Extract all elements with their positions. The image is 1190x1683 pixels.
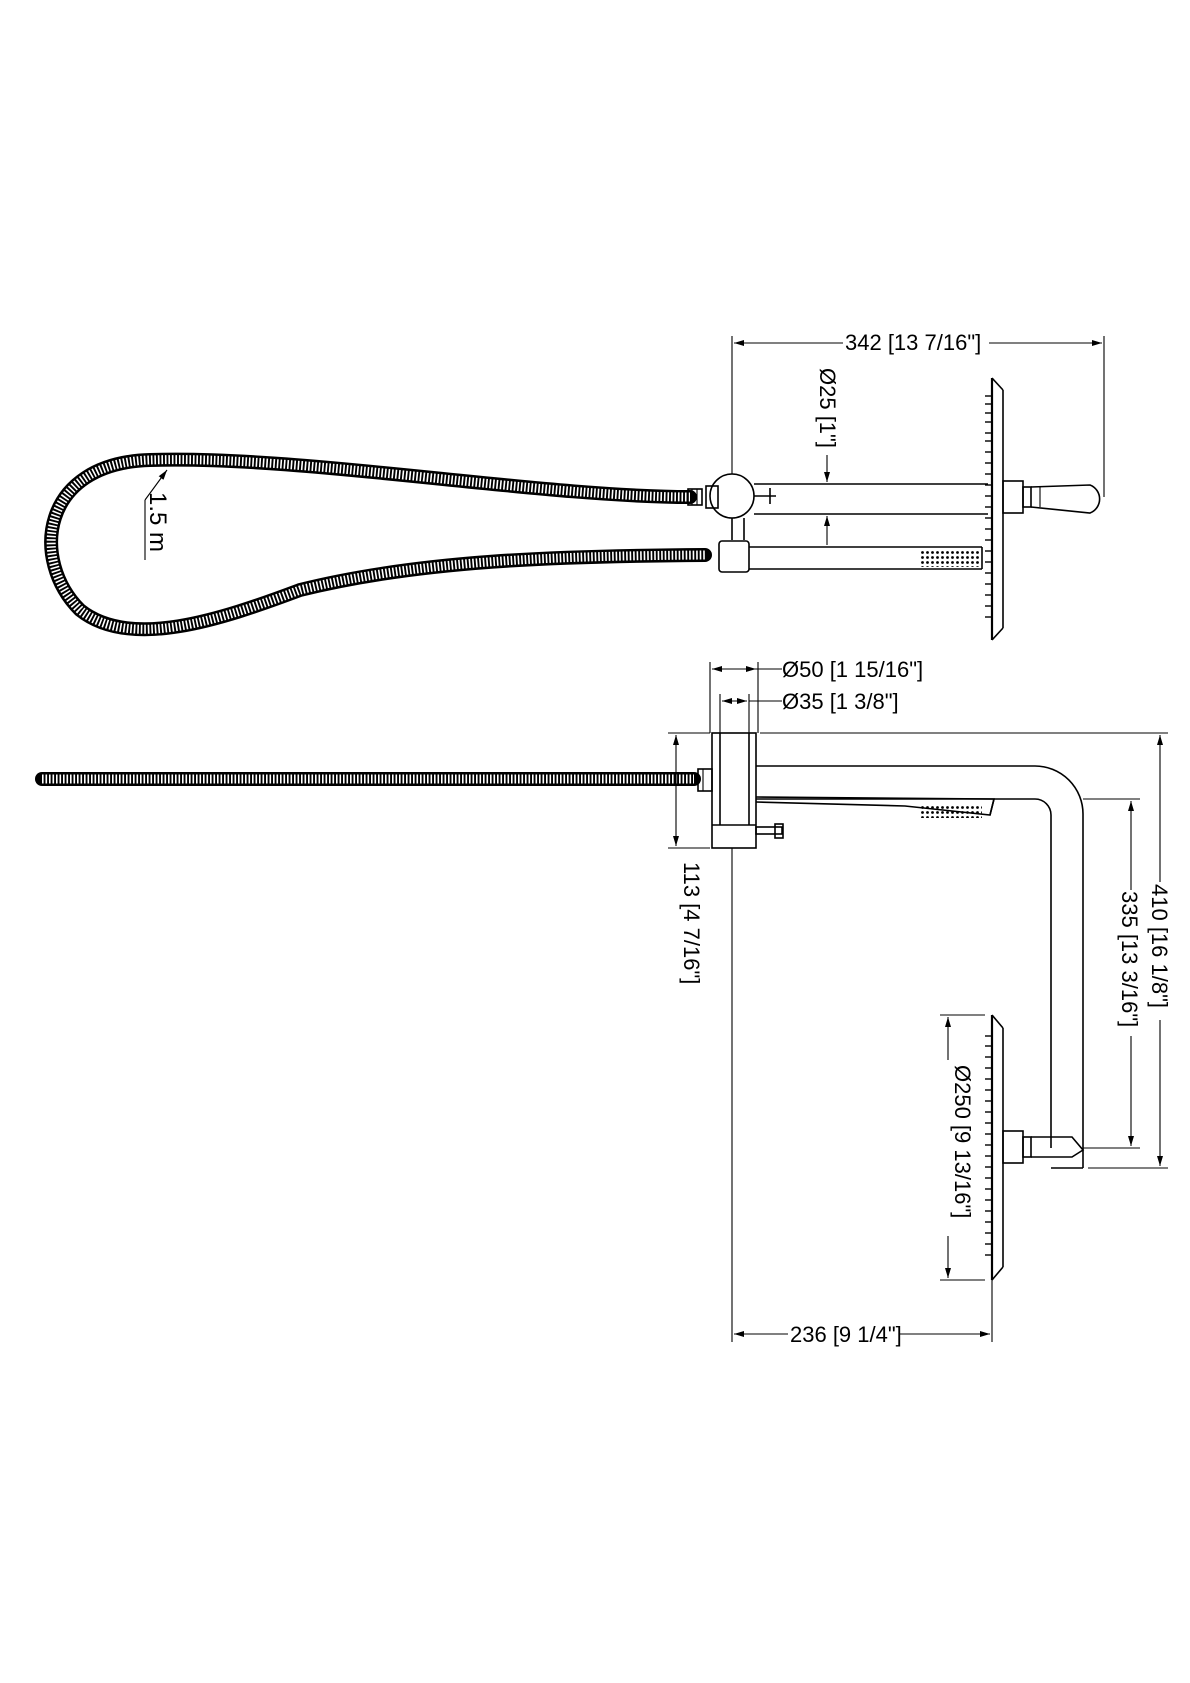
dimension-mount-height: 113 [4 7/16"] xyxy=(668,732,710,984)
dimension-mount-height-label: 113 [4 7/16"] xyxy=(679,862,704,984)
dimension-arm-height-label: 335 [13 3/16"] xyxy=(1117,891,1142,1027)
dimension-mount-inner-label: Ø35 [1 3/8"] xyxy=(782,689,899,714)
shower-head-top xyxy=(985,377,1101,641)
dimension-top-width: 342 [13 7/16"] xyxy=(731,330,1105,497)
arm-pipe-top xyxy=(754,483,988,515)
arm-pipe-side xyxy=(756,765,1084,1169)
diverter-body-top xyxy=(705,473,776,519)
side-view: Ø50 [1 15/16"] Ø35 [1 3/8"] 113 [4 7/16"… xyxy=(35,657,1172,1347)
hand-shower-side xyxy=(755,796,996,818)
dimension-mount-outer-label: Ø50 [1 15/16"] xyxy=(782,657,923,682)
head-nozzles-side xyxy=(985,1035,991,1256)
top-view: 342 [13 7/16"] Ø25 [1"] 1.5 m xyxy=(44,330,1105,641)
hose-loop-top xyxy=(44,452,712,637)
dimension-arm-projection-label: 236 [9 1/4"] xyxy=(790,1322,902,1347)
dimension-total-height-label: 410 [16 1/8"] xyxy=(1147,884,1172,1008)
head-nozzles-top xyxy=(985,395,991,618)
dimension-hose-length: 1.5 m xyxy=(144,469,171,560)
hand-shower-top xyxy=(749,546,983,570)
slide-bracket-top xyxy=(718,518,750,573)
dimension-head-diameter: Ø250 [9 13/16"] xyxy=(940,1014,985,1281)
dimension-pipe-diameter-label: Ø25 [1"] xyxy=(815,368,840,448)
wall-mount-side xyxy=(711,732,784,849)
dimension-mount-inner: Ø35 [1 3/8"] xyxy=(719,689,899,733)
dimension-top-width-label: 342 [13 7/16"] xyxy=(845,330,981,355)
nozzle-dots-side xyxy=(920,806,982,818)
dimension-arm-height: 335 [13 3/16"] xyxy=(1083,798,1142,1149)
dimension-mount-outer: Ø50 [1 15/16"] xyxy=(709,657,923,733)
dimension-pipe-diameter: Ø25 [1"] xyxy=(815,368,840,545)
dimension-hose-length-label: 1.5 m xyxy=(144,492,171,552)
hose-connector-top xyxy=(687,488,703,506)
shower-head-side xyxy=(985,1014,1085,1281)
dimension-head-diameter-label: Ø250 [9 13/16"] xyxy=(950,1065,975,1218)
dimension-arm-projection: 236 [9 1/4"] xyxy=(731,848,993,1347)
dimension-total-height: 410 [16 1/8"] xyxy=(760,732,1172,1169)
nozzle-dots-top xyxy=(920,549,980,567)
